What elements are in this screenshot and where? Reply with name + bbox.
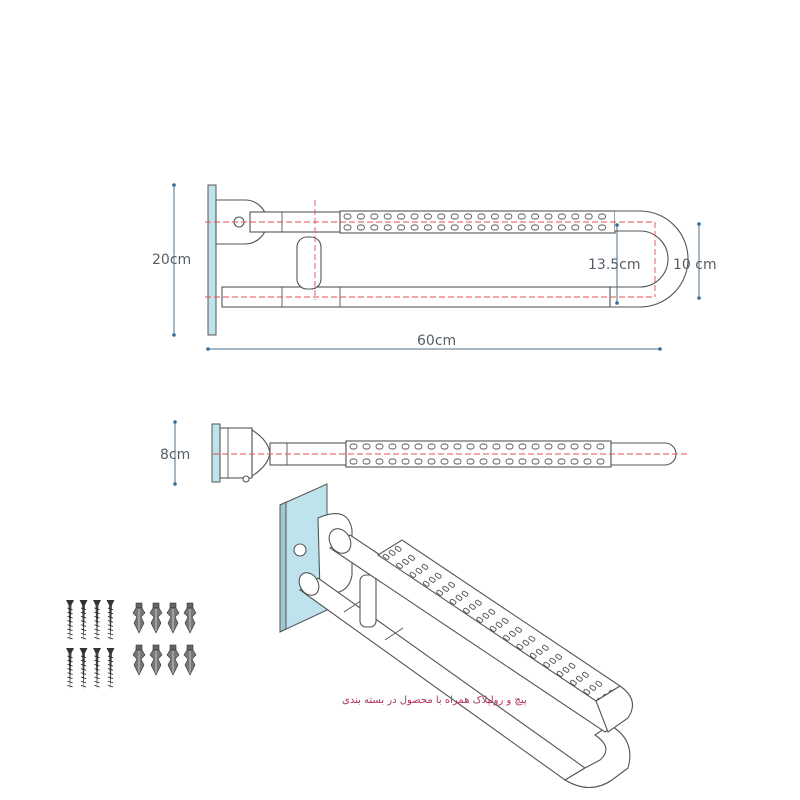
side-view-grip-perforation bbox=[349, 443, 605, 465]
grip-slot bbox=[509, 630, 516, 637]
grip-slot bbox=[442, 585, 449, 592]
screw-icon bbox=[79, 600, 88, 642]
grip-slot bbox=[589, 684, 597, 691]
grip-slot bbox=[434, 572, 442, 579]
side-view-hinge-knuckle bbox=[251, 429, 271, 477]
grip-slot bbox=[388, 549, 396, 556]
grip-slot bbox=[528, 635, 536, 642]
side-view-wall-plate bbox=[211, 423, 221, 483]
screw-icon bbox=[93, 600, 101, 642]
label-depth-offset: 10 cm bbox=[673, 257, 717, 273]
grip-slot bbox=[475, 599, 482, 606]
isometric-view bbox=[279, 483, 634, 789]
wall-plug-icon bbox=[132, 602, 146, 634]
dim-tube-height: 8cm bbox=[160, 420, 190, 486]
grip-slot bbox=[463, 607, 470, 614]
label-length: 60cm bbox=[417, 333, 456, 349]
top-view-support-strut bbox=[296, 236, 322, 290]
grip-slot bbox=[595, 680, 603, 687]
grip-slot bbox=[535, 648, 543, 655]
grip-slot bbox=[568, 662, 576, 669]
screw-icon bbox=[66, 600, 74, 642]
grip-slot bbox=[461, 590, 469, 597]
grip-slot bbox=[515, 626, 522, 633]
label-height-total: 20cm bbox=[152, 252, 191, 268]
grip-slot bbox=[421, 563, 429, 570]
top-view-u-bend bbox=[609, 210, 689, 308]
wall-plugs-set bbox=[132, 602, 197, 676]
wall-plug-icon bbox=[183, 602, 197, 634]
dim-height-total: 20cm bbox=[152, 183, 191, 337]
grip-slot bbox=[529, 652, 537, 659]
top-view bbox=[205, 184, 689, 336]
grip-slot bbox=[415, 567, 423, 574]
grip-slot bbox=[394, 545, 402, 552]
top-view-wall-plate bbox=[207, 184, 217, 336]
grip-slot bbox=[402, 558, 409, 565]
grip-slot bbox=[422, 580, 430, 587]
grip-slot bbox=[556, 670, 564, 677]
grip-slot bbox=[576, 675, 583, 682]
grip-slot bbox=[455, 594, 463, 601]
grip-slot bbox=[543, 661, 550, 668]
grip-slot bbox=[428, 576, 436, 583]
iso-grip-sleeve bbox=[376, 539, 622, 702]
dim-inner-gap: 13.5cm bbox=[588, 223, 641, 305]
grip-slot bbox=[562, 666, 570, 673]
wall-plug-icon bbox=[149, 644, 163, 676]
iso-grip-perforation bbox=[382, 545, 616, 704]
wall-plug-icon bbox=[149, 602, 163, 634]
grip-slot bbox=[409, 571, 417, 578]
screws-set bbox=[66, 600, 115, 690]
screw-icon bbox=[79, 648, 88, 690]
grip-slot bbox=[482, 612, 490, 619]
grip-slot bbox=[549, 657, 556, 664]
screw-icon bbox=[106, 648, 115, 690]
wall-plug-icon bbox=[183, 644, 197, 676]
grip-slot bbox=[382, 553, 390, 560]
iso-mount-hole bbox=[293, 543, 307, 557]
hardware-caption: پیچ و رولپلاک همراه با محصول در بسته بند… bbox=[342, 695, 527, 706]
side-view-hinge-block bbox=[219, 427, 253, 479]
grip-slot bbox=[522, 639, 530, 646]
dim-depth-offset: 10 cm bbox=[673, 222, 717, 300]
grip-slot bbox=[488, 608, 496, 615]
grip-slot bbox=[555, 653, 562, 660]
iso-support-strut bbox=[359, 574, 377, 628]
grip-slot bbox=[476, 616, 484, 623]
grip-slot bbox=[583, 688, 591, 695]
label-tube-height: 8cm bbox=[160, 447, 190, 463]
grip-slot bbox=[501, 617, 509, 624]
grip-slot bbox=[448, 581, 455, 588]
grip-slot bbox=[396, 562, 403, 569]
side-view-end-cap bbox=[610, 442, 677, 466]
top-view-grip-perforation bbox=[343, 213, 607, 231]
screw-icon bbox=[93, 648, 101, 690]
grip-slot bbox=[570, 679, 577, 686]
screw-icon bbox=[106, 600, 115, 642]
grip-slot bbox=[516, 643, 524, 650]
label-inner-gap: 13.5cm bbox=[588, 257, 641, 273]
grip-slot bbox=[408, 554, 415, 561]
dim-length: 60cm bbox=[206, 333, 662, 351]
grip-slot bbox=[495, 621, 503, 628]
iso-u-bend bbox=[563, 724, 631, 789]
grip-slot bbox=[469, 603, 476, 610]
grip-slot bbox=[436, 589, 443, 596]
grip-slot bbox=[489, 625, 497, 632]
side-view-pivot bbox=[242, 475, 250, 483]
grip-slot bbox=[582, 671, 589, 678]
side-view bbox=[211, 423, 690, 483]
grip-slot bbox=[541, 644, 549, 651]
grip-slot bbox=[449, 598, 457, 605]
wall-plug-icon bbox=[166, 644, 180, 676]
wall-plug-icon bbox=[132, 644, 146, 676]
wall-plug-icon bbox=[166, 602, 180, 634]
screw-icon bbox=[66, 648, 74, 690]
grip-slot bbox=[503, 634, 510, 641]
